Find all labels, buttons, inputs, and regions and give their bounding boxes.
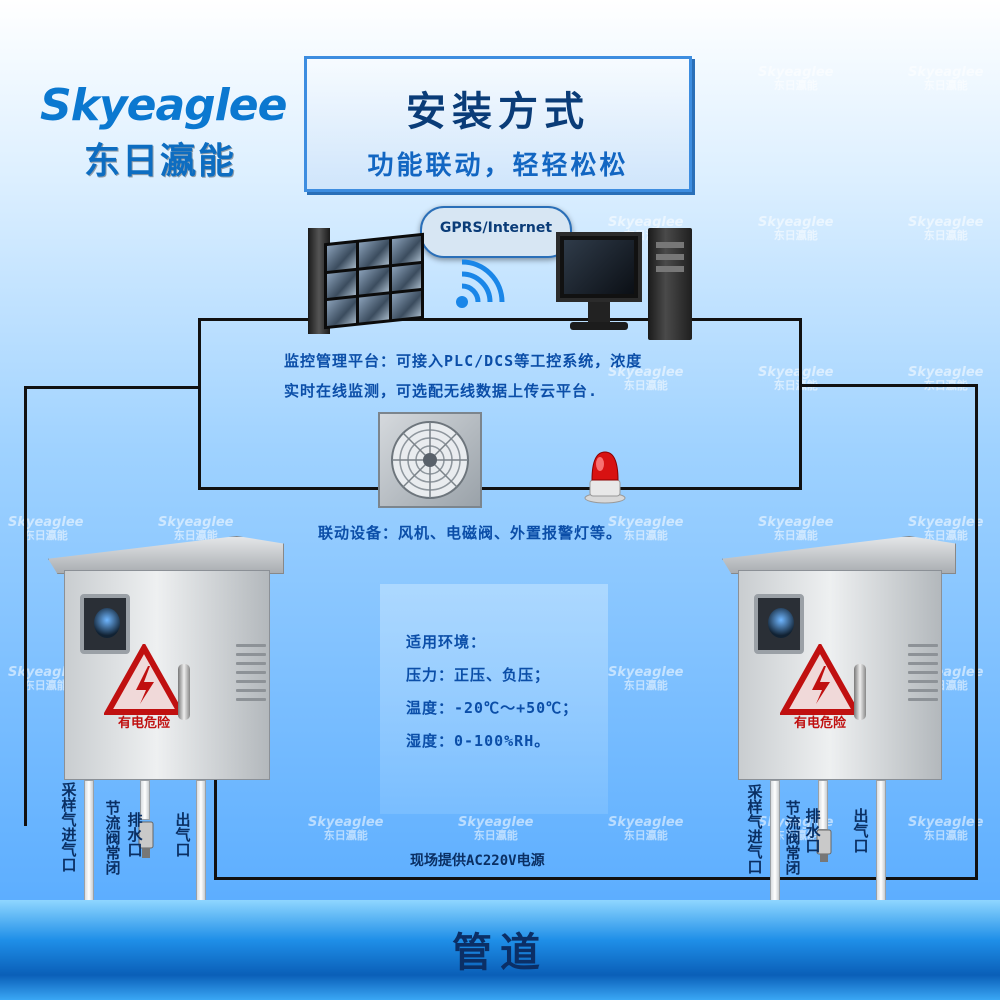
fan-image <box>378 412 482 508</box>
linkage-description: 联动设备：风机、电磁阀、外置报警灯等。 <box>318 524 623 542</box>
cabinet-right-handle <box>854 664 866 720</box>
left-throttle-label: 节流阀常闭 <box>103 800 122 875</box>
cabinet-right: 有电危险 <box>722 536 956 786</box>
gprs-internet-cloud: GPRS/Internet <box>420 206 572 258</box>
wifi-icon <box>456 259 505 308</box>
brand-logo: Skyeaglee 东日瀛能 <box>40 80 287 184</box>
right-signal-line-h <box>800 384 978 387</box>
cabinet-left-window <box>80 594 130 654</box>
title-box: 安装方式 功能联动，轻轻松松 <box>304 56 692 192</box>
cabinet-right-window <box>754 594 804 654</box>
power-supply-label: 现场提供AC220V电源 <box>410 853 545 869</box>
platform-frame-right <box>799 318 802 490</box>
page-subtitle: 功能联动，轻轻松松 <box>367 151 629 181</box>
left-signal-line-v <box>24 386 27 826</box>
left-signal-line-h <box>24 386 200 389</box>
right-drain-label: 排水口 <box>803 808 822 853</box>
cabinet-left-handle <box>178 664 190 720</box>
environment-temperature: 温度：-20℃～+50℃； <box>406 699 579 717</box>
brand-name-en: Skyeaglee <box>40 80 287 131</box>
platform-frame-bottom <box>198 487 802 490</box>
cabinet-right-vents <box>908 644 938 707</box>
left-inlet-pipe <box>84 780 94 902</box>
environment-humidity: 湿度：0-100%RH。 <box>406 732 551 750</box>
left-drain-valve-icon <box>138 821 154 858</box>
cabinet-left: 有电危险 <box>48 536 284 786</box>
right-drain-valve-icon <box>816 829 832 862</box>
left-outlet-label: 出气口 <box>173 812 192 857</box>
pipeline-label: 管道 <box>452 929 548 976</box>
high-voltage-warning-icon <box>104 644 184 715</box>
left-drain-pipe <box>140 780 150 820</box>
left-outlet-pipe <box>196 780 206 902</box>
right-outlet-pipe <box>876 780 886 902</box>
platform-description: 监控管理平台：可接入PLC/DCS等工控系统，浓度 实时在线监测，可选配无线数据… <box>284 346 642 406</box>
power-line-h <box>214 877 978 880</box>
right-outlet-label: 出气口 <box>851 808 870 853</box>
power-line-left-v <box>214 780 217 880</box>
pipeline-bar <box>0 900 1000 1000</box>
cabinet-left-warning-text: 有电危险 <box>117 716 170 731</box>
cabinet-right-warning-text: 有电危险 <box>793 716 846 731</box>
high-voltage-warning-icon <box>780 644 860 715</box>
platform-desc-line1: 监控管理平台：可接入PLC/DCS等工控系统，浓度 <box>284 352 643 370</box>
fan-icon <box>391 421 469 499</box>
platform-desc-line2: 实时在线监测，可选配无线数据上传云平台. <box>284 382 599 400</box>
left-drain-label: 排水口 <box>125 812 144 857</box>
right-throttle-label: 节流阀常闭 <box>783 800 802 875</box>
cabinet-left-vents <box>236 644 266 707</box>
cloud-label: GPRS/Internet <box>439 220 553 236</box>
platform-frame-left <box>198 318 201 490</box>
monitoring-wall-image <box>308 228 428 340</box>
environment-heading: 适用环境： <box>406 633 487 651</box>
desktop-computer-image <box>556 228 696 344</box>
platform-frame-top <box>198 318 802 321</box>
brand-name-cn: 东日瀛能 <box>83 141 236 182</box>
right-inlet-label: 采样气进气口 <box>745 784 764 874</box>
right-signal-line-v <box>975 384 978 880</box>
left-inlet-label: 采样气进气口 <box>59 782 78 872</box>
environment-pressure: 压力：正压、负压； <box>406 666 551 684</box>
environment-panel: 适用环境： 压力：正压、负压； 温度：-20℃～+50℃； 湿度：0-100%R… <box>380 584 608 814</box>
right-inlet-pipe <box>770 780 780 902</box>
page-title: 安装方式 <box>406 88 590 135</box>
alarm-light-icon <box>584 451 626 504</box>
